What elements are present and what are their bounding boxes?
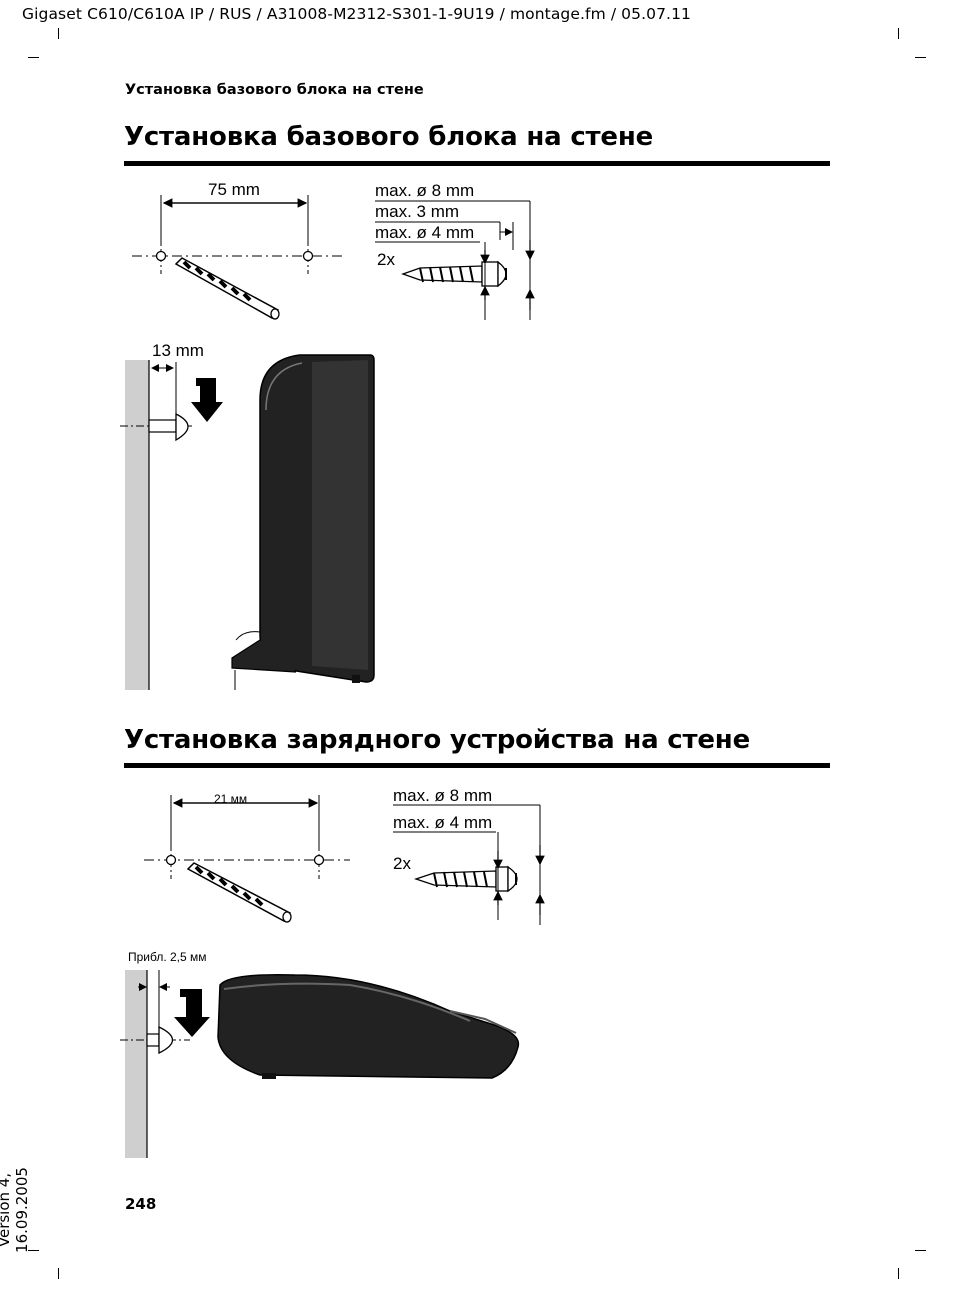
quantity-label: 2x xyxy=(377,250,395,269)
crop-mark xyxy=(898,1268,899,1279)
crop-mark xyxy=(915,1250,926,1251)
charger-quantity-label: 2x xyxy=(393,854,411,873)
running-head: Установка базового блока на стене xyxy=(125,82,424,98)
crop-mark xyxy=(58,1268,59,1279)
crop-mark xyxy=(898,28,899,39)
wall xyxy=(125,360,149,690)
section-title-charger: Установка зарядного устройства на стене xyxy=(124,725,751,755)
file-header: Gigaset C610/C610A IP / RUS / A31008-M23… xyxy=(22,5,691,23)
page-number: 248 xyxy=(125,1195,157,1213)
crop-mark xyxy=(915,57,926,58)
drill-bit-icon xyxy=(186,862,292,923)
down-arrow-icon xyxy=(174,989,210,1037)
wall xyxy=(125,970,147,1158)
drill-bit-icon xyxy=(174,257,280,320)
version-stamp: Version 4, 16.09.2005 xyxy=(0,1167,31,1253)
hole-distance-label: 75 mm xyxy=(208,180,260,199)
head-max-label: max. ø 8 mm xyxy=(375,181,474,200)
crop-mark xyxy=(58,28,59,39)
section-title-base-station: Установка базового блока на стене xyxy=(124,122,654,152)
charger-device xyxy=(217,973,520,1079)
charger-wall-gap-label: Прибл. 2,5 мм xyxy=(128,950,207,964)
screw-icon xyxy=(401,260,507,288)
wall-gap-label: 13 mm xyxy=(152,341,204,360)
shaft-max-label: max. ø 4 mm xyxy=(375,223,474,242)
charger-hole-distance-label: 21 мм xyxy=(214,792,247,806)
crop-mark xyxy=(28,1250,39,1251)
base-station-mounting-diagram: 75 mm max. ø 8 mm max. 3 mm max. ø 4 mm … xyxy=(120,180,535,690)
crop-mark xyxy=(28,57,39,58)
heading-rule xyxy=(124,161,830,166)
heading-rule xyxy=(124,763,830,768)
charger-head-max-label: max. ø 8 mm xyxy=(393,786,492,805)
head-height-label: max. 3 mm xyxy=(375,202,459,221)
down-arrow-icon xyxy=(191,378,223,422)
charger-mounting-diagram: 21 мм max. ø 8 mm max. ø 4 mm 2x Прибл. … xyxy=(120,786,545,1158)
charger-shaft-max-label: max. ø 4 mm xyxy=(393,813,492,832)
screw-icon xyxy=(413,865,518,893)
base-station-device xyxy=(231,354,375,690)
